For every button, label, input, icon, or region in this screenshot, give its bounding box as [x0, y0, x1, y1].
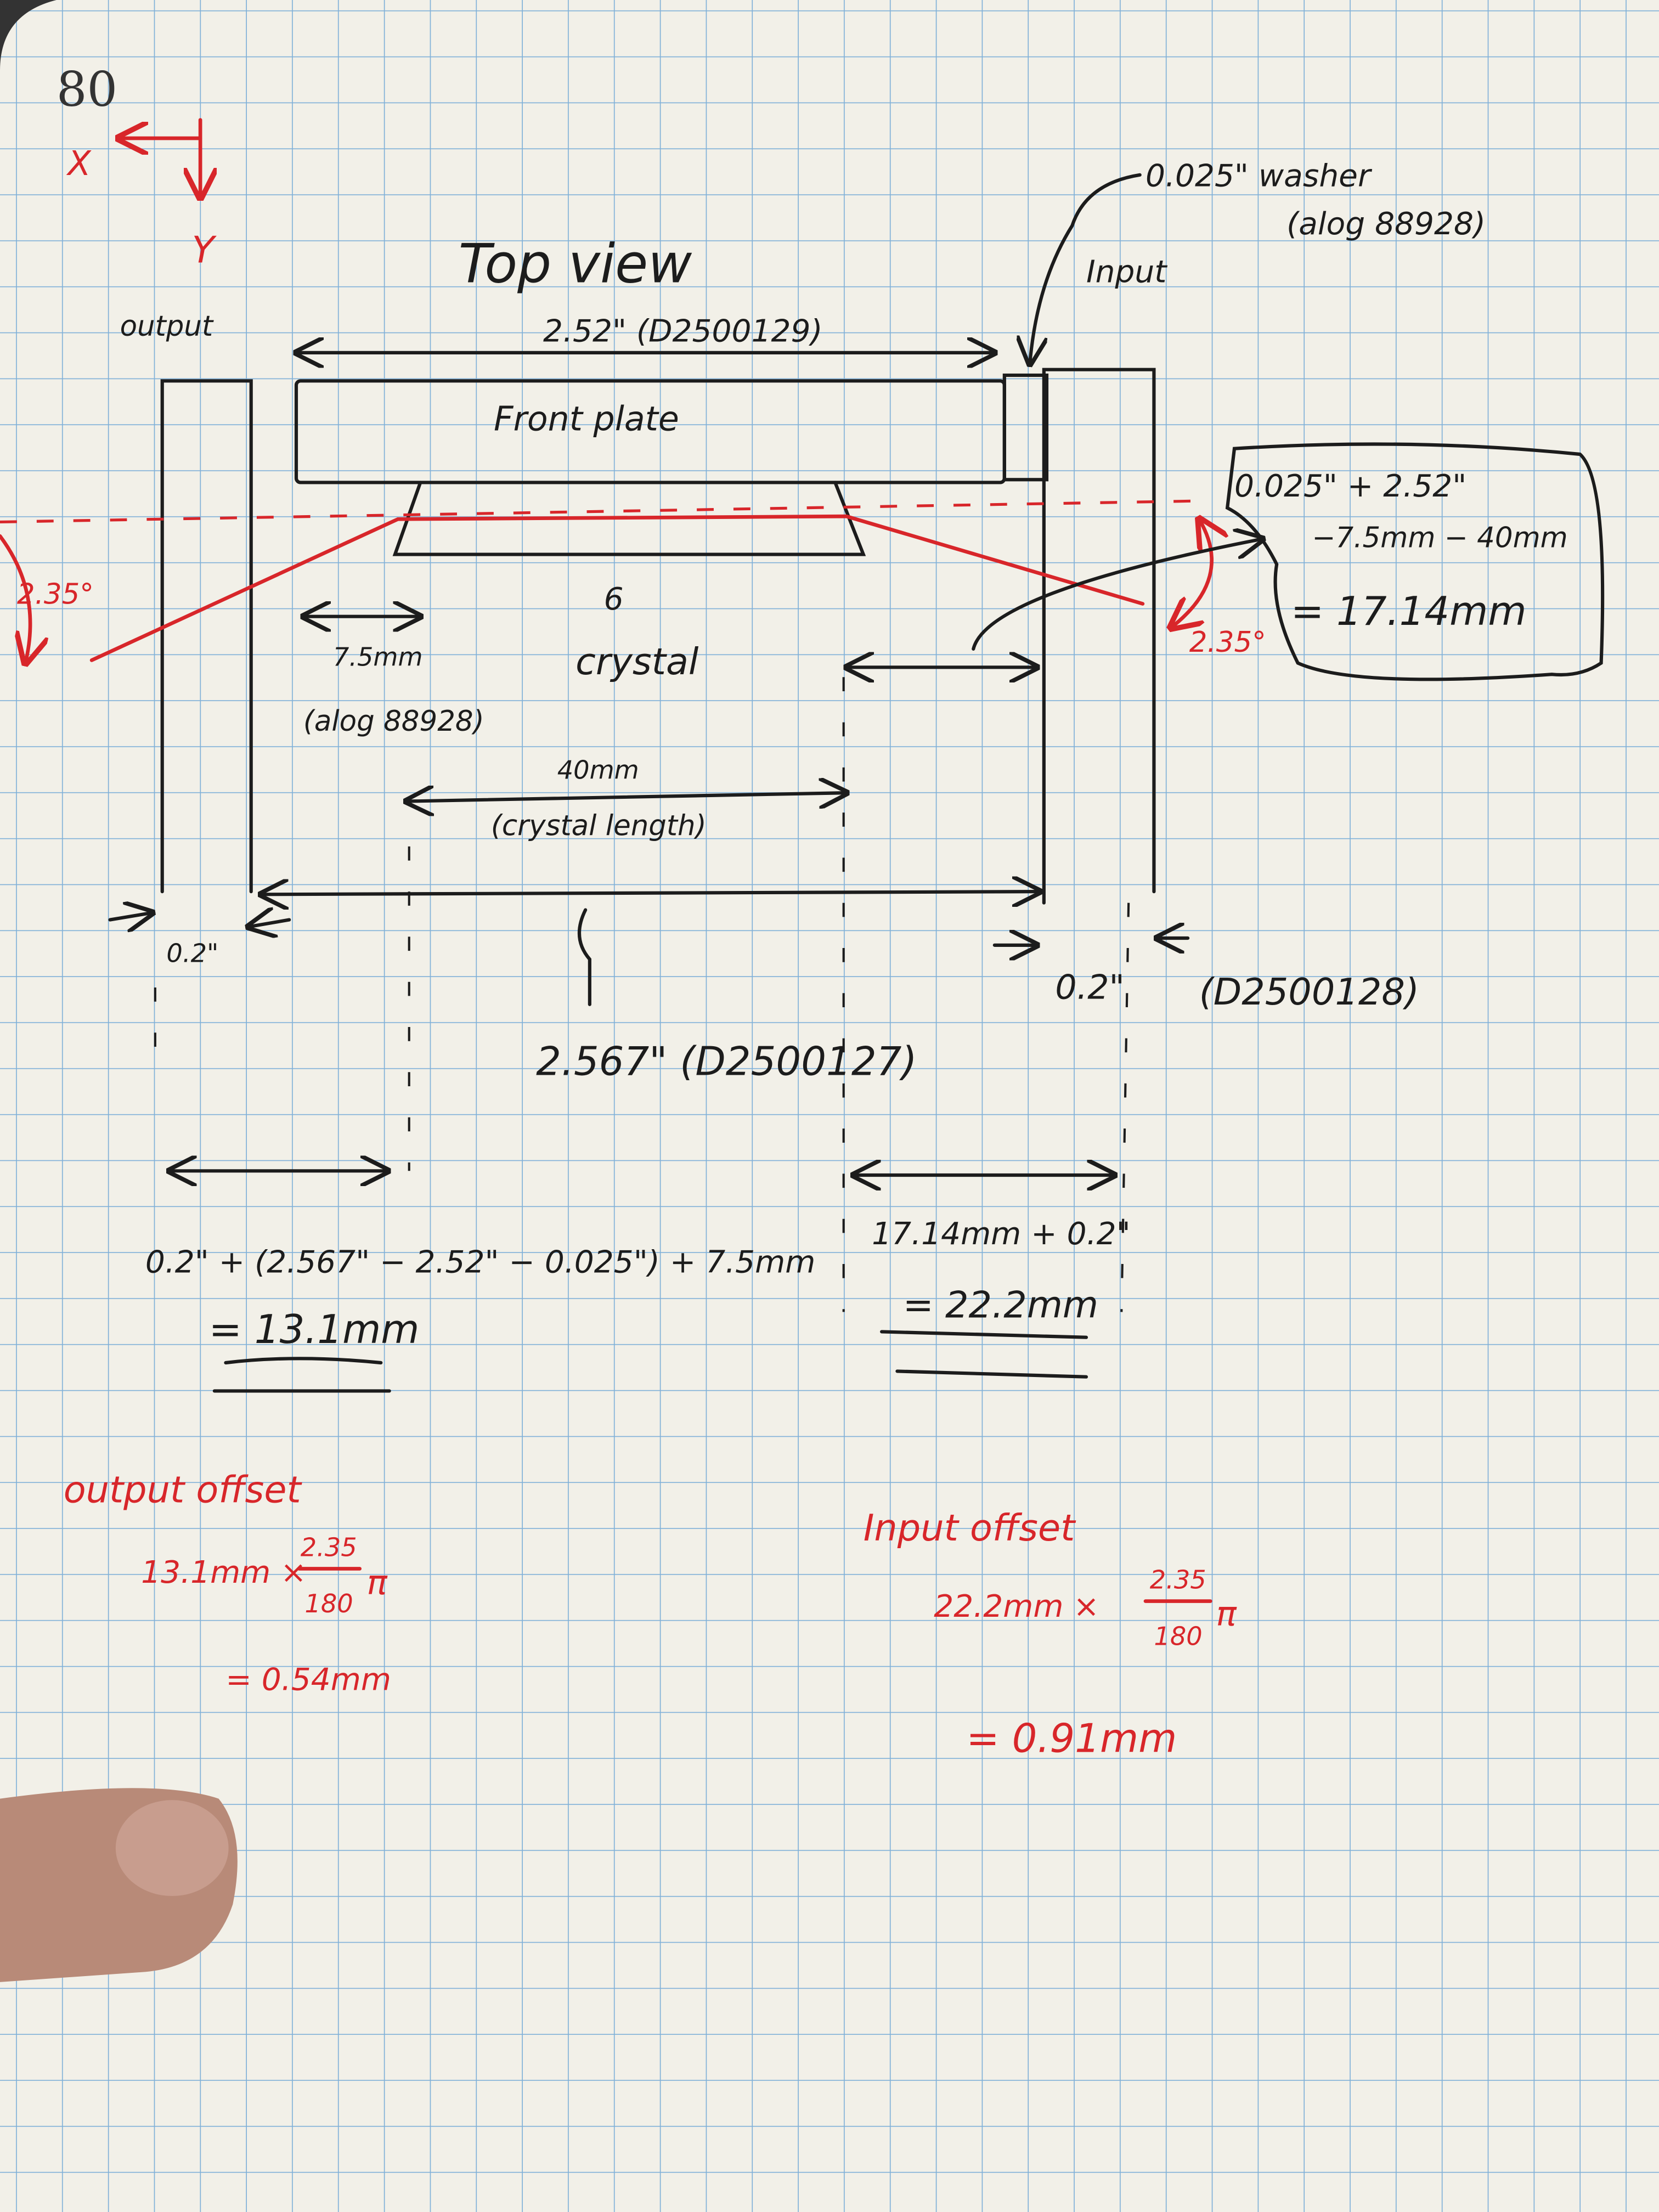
x-axis-label: X — [66, 144, 92, 183]
input-label: Input — [1086, 253, 1167, 290]
crystal-offset: 7.5mm — [333, 642, 423, 672]
front-plate-dim: 2.52" (D2500129) — [543, 313, 823, 349]
output-distance-expr: 0.2" + (2.567" − 2.52" − 0.025") + 7.5mm — [145, 1244, 816, 1280]
callout-line3: = 17.14mm — [1291, 588, 1527, 634]
laser-beam — [89, 514, 1145, 662]
axis-indicator: X Y — [66, 118, 217, 271]
crystal-marker: 6 — [604, 581, 624, 617]
output-offset-lhs: 13.1mm × — [141, 1554, 307, 1590]
crystal-length: 40mm — [557, 755, 639, 785]
wall-right-ref: (D2500128) — [1199, 970, 1419, 1013]
input-offset-den: 180 — [1154, 1621, 1202, 1651]
finger — [0, 1788, 238, 1982]
input-offset-pi: π — [1216, 1594, 1237, 1633]
double-underline — [212, 1357, 391, 1393]
angle-right: 2.35° — [1189, 626, 1266, 659]
crystal-length-arrow — [407, 793, 847, 801]
output-offset-pi: π — [367, 1563, 388, 1602]
washer-label: 0.025" washer — [1146, 157, 1373, 194]
output-offset-num: 2.35 — [301, 1532, 357, 1562]
input-offset-num: 2.35 — [1150, 1565, 1206, 1594]
spacing-arrow — [261, 891, 1040, 894]
crystal-offset-ref: (alog 88928) — [303, 705, 484, 738]
spacing-dim: 2.567" (D2500127) — [536, 1038, 917, 1084]
reference-line — [0, 499, 1206, 523]
wall-left-arrow-a — [108, 913, 153, 920]
output-distance-result: = 13.1mm — [209, 1306, 420, 1352]
input-distance-expr: 17.14mm + 0.2" — [872, 1216, 1130, 1252]
double-underline — [880, 1330, 1088, 1379]
calc-callout-box — [1225, 442, 1605, 681]
output-offset-den: 180 — [304, 1589, 353, 1618]
crystal-length-note: (crystal length) — [491, 809, 707, 842]
wall-left-dim: 0.2" — [166, 939, 218, 968]
diagram-title: Top view — [459, 233, 692, 295]
spacing-leader — [577, 908, 591, 1006]
page-number: 80 — [57, 61, 117, 117]
washer-ref: (alog 88928) — [1286, 206, 1486, 242]
angle-arc-right — [1171, 519, 1211, 628]
angle-arc-left — [0, 534, 30, 663]
input-offset-result: = 0.91mm — [966, 1716, 1177, 1762]
front-plate-label: Front plate — [494, 399, 679, 438]
output-label: output — [120, 310, 214, 343]
page-corner — [0, 0, 57, 71]
y-axis-label: Y — [192, 228, 217, 271]
washer — [1002, 373, 1049, 482]
output-offset-result: = 0.54mm — [225, 1662, 391, 1698]
input-distance-result: = 22.2mm — [903, 1284, 1098, 1327]
washer-leader — [1030, 173, 1142, 364]
callout-line2: −7.5mm − 40mm — [1312, 522, 1567, 555]
input-offset-lhs: 22.2mm × — [934, 1588, 1099, 1624]
wall-left-arrow-b — [249, 920, 291, 927]
output-offset-title: output offset — [64, 1469, 303, 1511]
input-wall — [1042, 368, 1156, 905]
callout-leader — [972, 539, 1262, 651]
callout-line1: 0.025" + 2.52" — [1234, 468, 1466, 504]
output-wall — [160, 379, 253, 894]
angle-left: 2.35° — [17, 578, 94, 611]
wall-right-dim: 0.2" — [1055, 968, 1125, 1007]
input-offset-title: Input offset — [864, 1506, 1076, 1549]
crystal-label: crystal — [575, 640, 699, 683]
